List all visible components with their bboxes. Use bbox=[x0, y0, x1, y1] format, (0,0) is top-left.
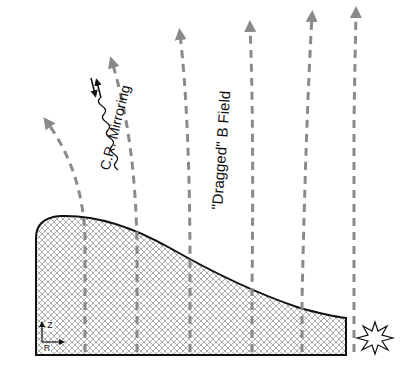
field-label: "Dragged" B Field bbox=[210, 90, 235, 210]
starburst bbox=[357, 322, 393, 354]
axis-label: R bbox=[43, 344, 52, 354]
field-lines bbox=[47, 12, 356, 352]
mirror-arrow bbox=[91, 78, 95, 94]
axis-label: Z bbox=[46, 321, 54, 331]
process-label: C.R. Mirroring bbox=[98, 84, 134, 172]
mirror-arrow bbox=[97, 82, 101, 98]
